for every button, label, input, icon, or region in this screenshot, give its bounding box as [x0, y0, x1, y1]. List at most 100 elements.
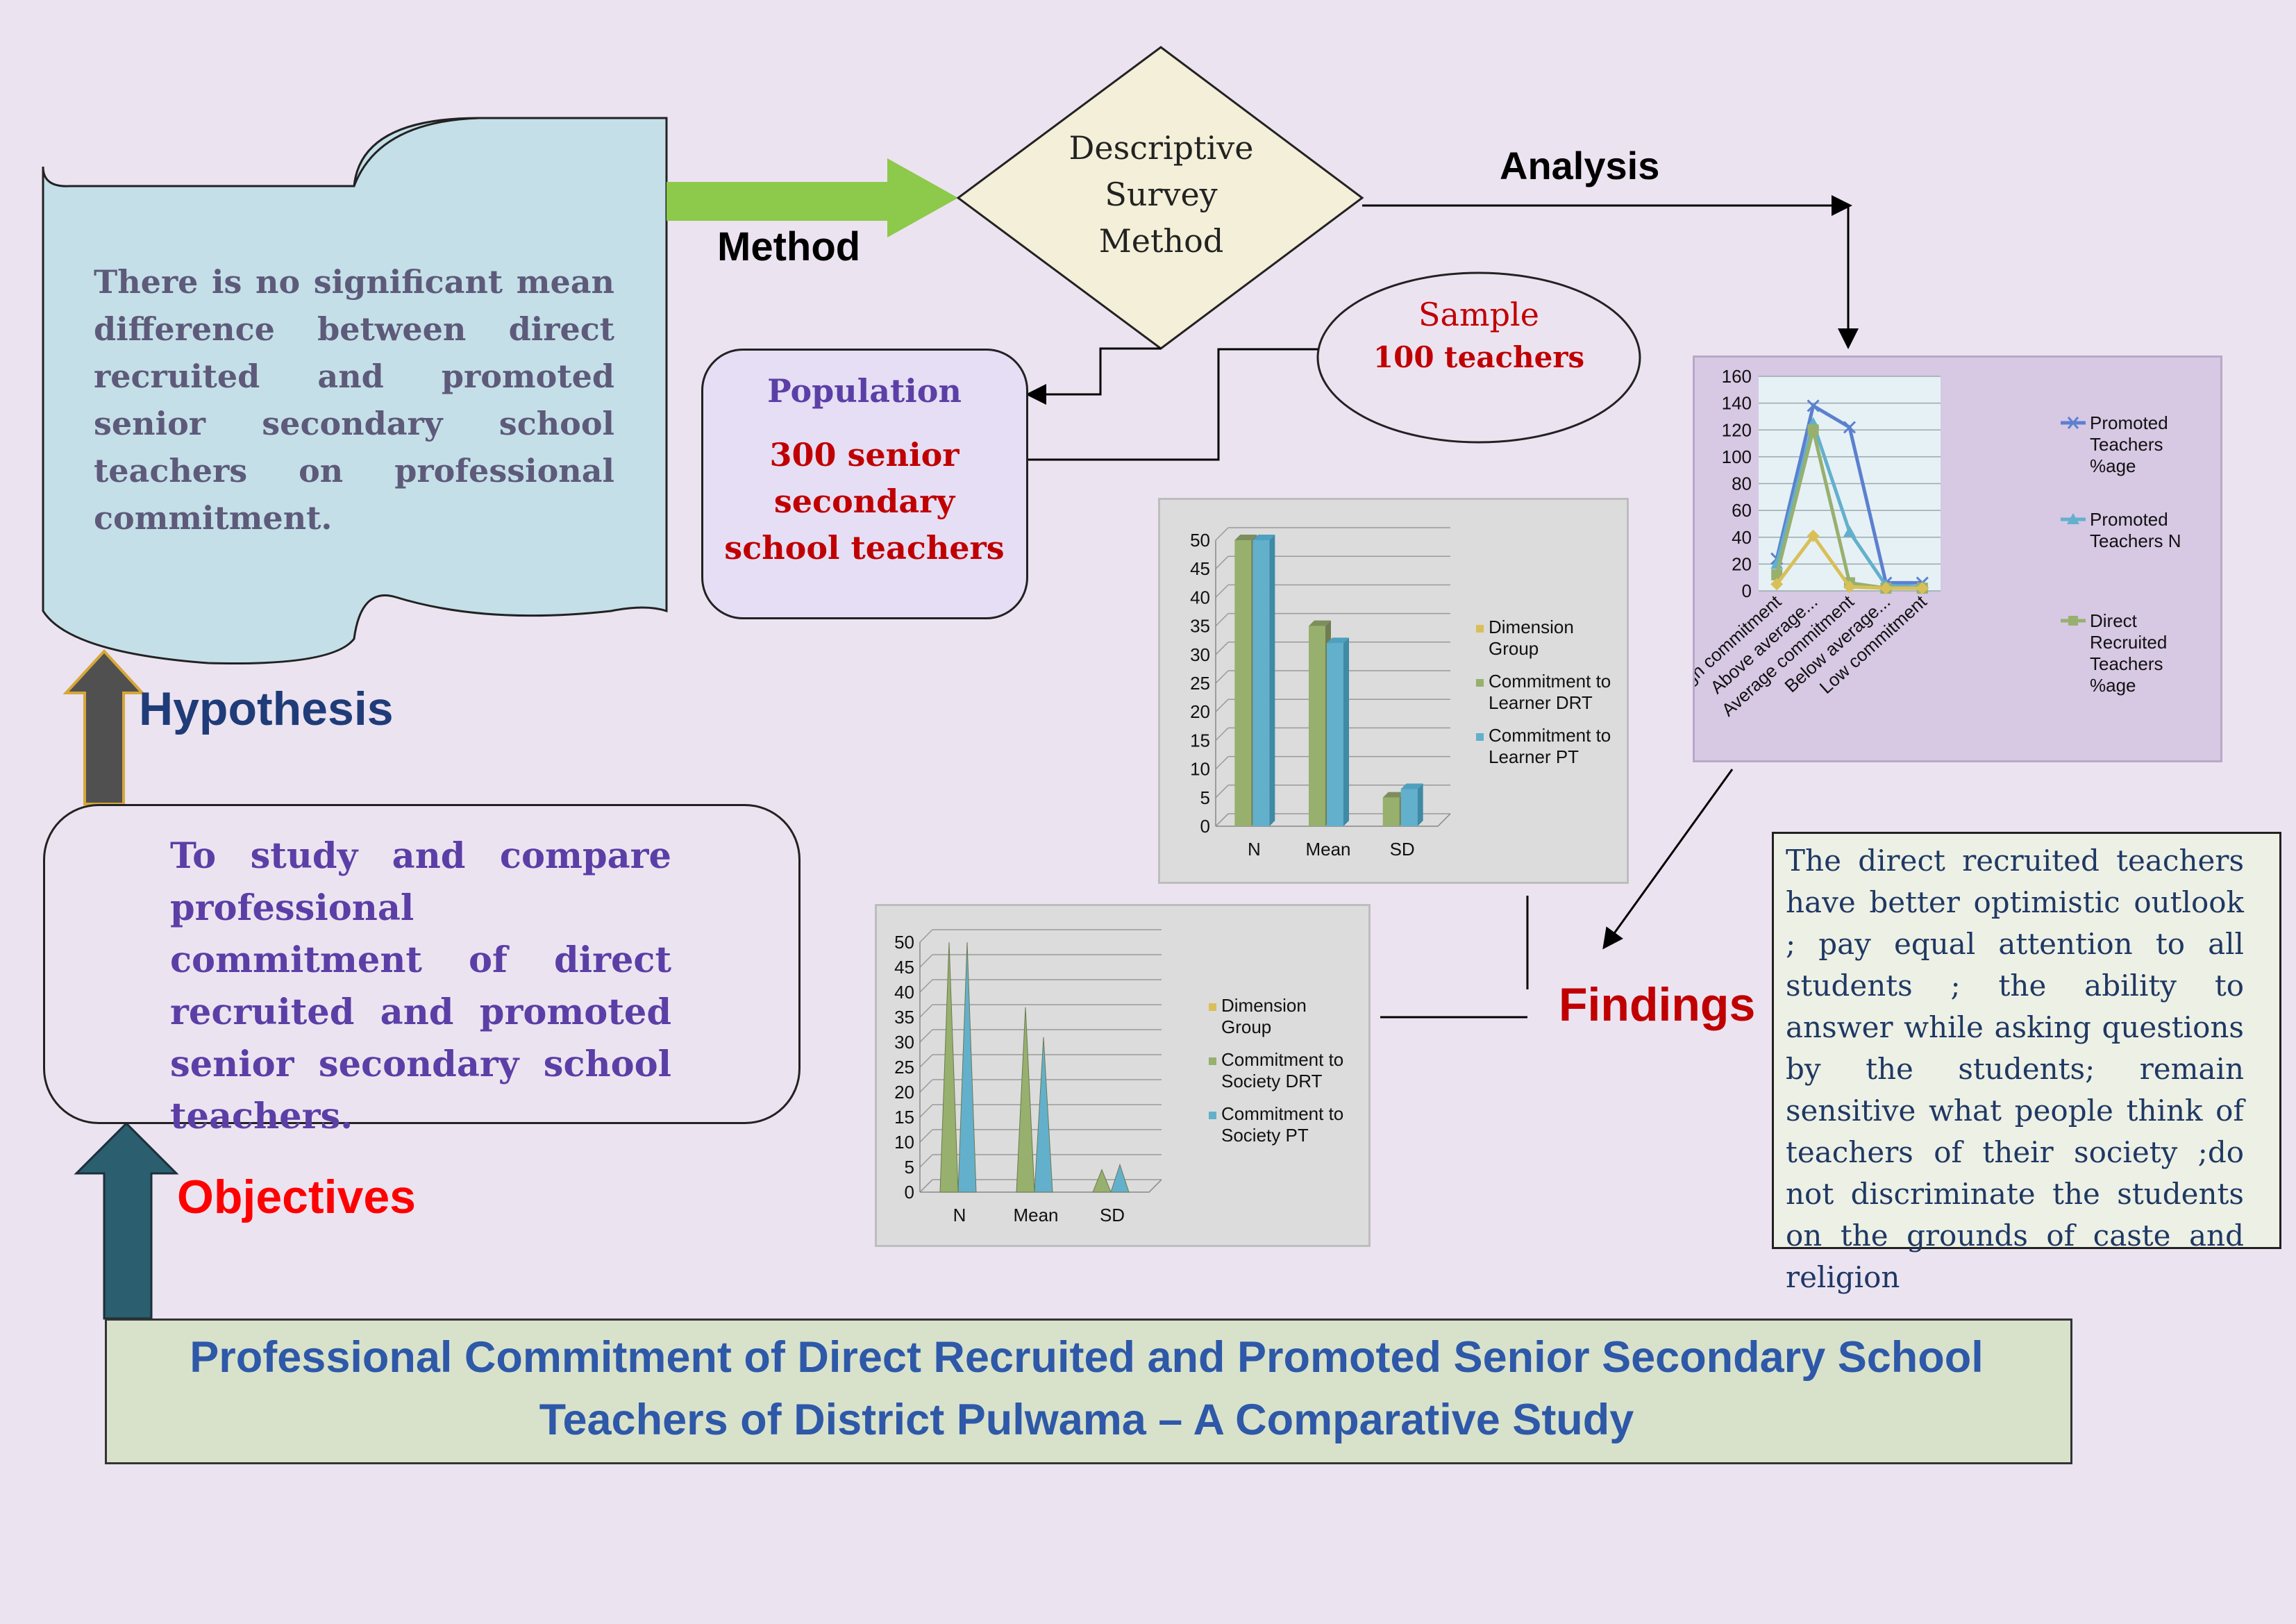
data-point [1807, 424, 1819, 436]
bar-cone [957, 941, 977, 1193]
y-tick-label: 60 [1732, 500, 1752, 521]
page-title: Professional Commitment of Direct Recrui… [111, 1326, 2062, 1451]
legend-swatch-2 [1476, 733, 1484, 741]
bar-cone [1092, 1169, 1112, 1193]
sample-text: Sample 100 teachers [1340, 293, 1618, 379]
bar-top [1252, 535, 1275, 540]
y-tick-label: 15 [1190, 730, 1210, 751]
y-tick-label: 20 [1732, 553, 1752, 574]
legend-line: Group [1489, 638, 1539, 659]
bar-side [1269, 535, 1275, 826]
legend-swatch-2 [1209, 1112, 1216, 1119]
title-box [105, 1319, 2072, 1464]
data-point [1807, 529, 1820, 542]
population-text: Population 300 senior secondary school t… [701, 368, 1028, 571]
objectives-up-arrow [74, 1121, 179, 1320]
legend-line: Promoted [2090, 509, 2168, 530]
legend-swatch-0 [1209, 1003, 1216, 1011]
sample-title: Sample [1418, 296, 1539, 333]
legend-line: Teachers N [2090, 530, 2181, 551]
findings-text: The direct recruited teachers have bette… [1786, 844, 2244, 1294]
grid-tick [919, 1029, 933, 1043]
grid-tick [1215, 555, 1229, 569]
legend-line: Society DRT [1221, 1071, 1323, 1091]
data-point [1770, 578, 1784, 591]
bar-top [1234, 535, 1257, 540]
y-tick-label: 40 [894, 982, 914, 1003]
y-tick-label: 25 [894, 1057, 914, 1078]
grid-tick [919, 954, 933, 968]
findings-label: Findings [1559, 978, 1756, 1031]
x-axis [920, 1179, 1162, 1193]
x-tick-label: Mean [1305, 839, 1350, 860]
data-point [1916, 582, 1929, 595]
y-tick-label: 45 [1190, 558, 1210, 579]
hypothesis-label: Hypothesis [139, 683, 394, 735]
grid-tick [1215, 813, 1229, 827]
grid-tick [919, 1179, 933, 1193]
legend-line: Direct [2090, 610, 2138, 631]
bar [1382, 797, 1400, 826]
grid-tick [1215, 670, 1229, 684]
x-tick-label: Mean [1013, 1205, 1058, 1225]
legend-line: Group [1221, 1016, 1271, 1037]
y-tick-label: 35 [1190, 616, 1210, 637]
bar [1400, 789, 1418, 826]
legend-line: Commitment to [1221, 1103, 1343, 1124]
population-line-1: 300 senior [769, 436, 960, 474]
legend-line: Learner DRT [1489, 692, 1593, 713]
grid-tick [919, 1054, 933, 1068]
y-tick-label: 25 [1190, 673, 1210, 694]
legend-line: Teachers [2090, 434, 2163, 455]
x-tick-label: SD [1100, 1205, 1125, 1225]
bar-cone [1110, 1163, 1130, 1193]
legend-swatch-0 [1476, 625, 1484, 633]
bar [1327, 643, 1343, 826]
y-tick-label: 80 [1732, 474, 1752, 494]
y-tick-label: 0 [1200, 816, 1210, 837]
hypothesis-scroll-shape [42, 117, 668, 665]
method-diamond-text: Descriptive Survey Method [1041, 125, 1281, 265]
x-tick-label: N [1248, 839, 1261, 860]
grid-tick [919, 979, 933, 993]
bar-cone [939, 941, 959, 1193]
population-line-3: school teachers [724, 529, 1005, 567]
legend-line: Commitment to [1489, 671, 1611, 692]
analysis-label: Analysis [1500, 144, 1660, 187]
diamond-line-3: Method [1098, 222, 1224, 260]
bar [1252, 540, 1270, 826]
hypothesis-text: There is no significant mean difference … [94, 263, 614, 537]
chart-findings-arrow [1602, 769, 1734, 950]
x-tick-label: SD [1390, 839, 1415, 860]
y-tick-label: 140 [1722, 393, 1752, 414]
bar-top [1382, 792, 1405, 798]
grid-tick [919, 1104, 933, 1118]
legend-line: Teachers [2090, 653, 2163, 674]
y-tick-label: 160 [1722, 366, 1752, 387]
sample-ellipse [1316, 271, 1641, 444]
grid-tick [919, 929, 933, 943]
y-tick-label: 0 [1742, 580, 1752, 601]
sample-value: 100 teachers [1373, 340, 1585, 374]
y-tick-label: 20 [894, 1082, 914, 1103]
legend-swatch-1 [1476, 679, 1484, 687]
diamond-line-1: Descriptive [1069, 129, 1254, 167]
legend-line: Learner PT [1489, 746, 1579, 767]
y-tick-label: 0 [905, 1182, 914, 1203]
y-tick-label: 40 [1732, 527, 1752, 548]
bar-cone [1016, 1007, 1035, 1193]
x-axis [1216, 813, 1451, 827]
legend-marker [2067, 513, 2079, 524]
y-tick-label: 35 [894, 1007, 914, 1028]
data-point [1807, 399, 1820, 412]
